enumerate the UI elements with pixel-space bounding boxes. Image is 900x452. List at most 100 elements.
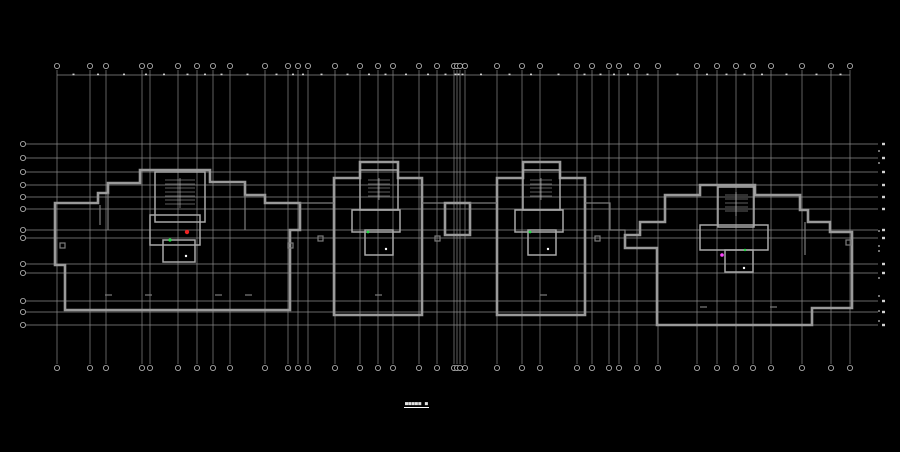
axis-bubble — [847, 364, 854, 371]
axis-bubble — [733, 364, 740, 371]
axis-marker — [878, 310, 880, 312]
building-unit-4 — [623, 183, 854, 327]
axis-bubble — [694, 364, 701, 371]
dimension-tick — [302, 73, 304, 76]
axis-marker — [882, 156, 885, 160]
dimension-tick — [599, 73, 602, 76]
axis-bubble — [519, 63, 526, 70]
axis-bubble — [226, 63, 233, 70]
axis-bubble — [19, 226, 26, 233]
axis-bubble — [655, 63, 662, 70]
axis-bubble — [799, 364, 806, 371]
axis-bubble — [589, 364, 596, 371]
dimension-tick — [508, 73, 511, 76]
axis-bubble — [616, 364, 623, 371]
axis-bubble — [799, 63, 806, 70]
top-axis-bubbles — [54, 63, 854, 76]
axis-bubble — [284, 63, 291, 70]
axis-bubble — [19, 269, 26, 276]
dimension-tick — [706, 73, 708, 76]
axis-bubble — [433, 63, 440, 70]
axis-bubble — [193, 63, 200, 70]
dimension-tick — [145, 73, 147, 76]
axis-marker — [882, 271, 885, 275]
axis-marker — [882, 142, 885, 146]
axis-bubble — [146, 364, 153, 371]
axis-bubble — [19, 181, 26, 188]
dimension-tick — [427, 73, 429, 76]
dimension-tick — [204, 73, 206, 76]
axis-bubble — [356, 364, 363, 371]
axis-bubble — [537, 364, 544, 371]
axis-bubble — [284, 364, 291, 371]
dimension-tick — [557, 73, 560, 76]
axis-bubble — [589, 63, 596, 70]
dimension-tick — [275, 73, 278, 76]
dimension-tick — [530, 73, 532, 76]
dimension-tick — [405, 73, 407, 76]
axis-bubble — [415, 364, 422, 371]
axis-marker — [882, 236, 885, 240]
axis-bubble — [461, 364, 468, 371]
dimension-tick — [384, 73, 387, 76]
dimension-tick — [646, 73, 649, 76]
axis-bubble — [103, 364, 110, 371]
axis-bubble — [356, 63, 363, 70]
axis-bubble — [146, 63, 153, 70]
axis-marker — [878, 162, 880, 164]
axis-bubble — [634, 364, 641, 371]
vertical-axis-lines — [56, 70, 851, 364]
axis-marker — [878, 230, 880, 232]
dimension-tick — [839, 73, 842, 76]
axis-bubble — [304, 63, 311, 70]
axis-marker — [882, 195, 885, 199]
left-axis-bubbles — [19, 140, 26, 328]
axis-bubble — [750, 63, 757, 70]
axis-bubble — [606, 63, 613, 70]
axis-bubble — [138, 364, 145, 371]
axis-marker — [882, 183, 885, 187]
axis-marker — [882, 228, 885, 232]
axis-bubble — [103, 63, 110, 70]
axis-bubble — [574, 364, 581, 371]
axis-bubble — [606, 364, 613, 371]
axis-bubble — [54, 63, 61, 70]
axis-bubble — [456, 63, 463, 70]
axis-bubble — [19, 308, 26, 315]
axis-bubble — [261, 63, 268, 70]
axis-bubble — [433, 364, 440, 371]
axis-bubble — [261, 364, 268, 371]
dimension-tick — [454, 73, 457, 76]
dimension-tick — [123, 73, 125, 76]
axis-bubble — [174, 63, 181, 70]
axis-bubble — [19, 297, 26, 304]
axis-bubble — [828, 63, 835, 70]
axis-bubble — [415, 63, 422, 70]
dimension-tick — [583, 73, 586, 76]
axis-bubble — [19, 321, 26, 328]
axis-bubble — [294, 63, 301, 70]
axis-bubble — [294, 364, 301, 371]
axis-bubble — [19, 140, 26, 147]
axis-bubble — [226, 364, 233, 371]
axis-marker — [878, 245, 880, 247]
axis-bubble — [138, 63, 145, 70]
axis-bubble — [493, 63, 500, 70]
axis-bubble — [19, 168, 26, 175]
bottom-axis-bubbles — [54, 364, 854, 371]
axis-bubble — [331, 63, 338, 70]
drawing-caption: ■■■■■ ■ — [404, 401, 430, 408]
axis-bubble — [19, 260, 26, 267]
dimension-tick — [320, 73, 323, 76]
dimension-tick — [461, 73, 464, 76]
axis-bubble — [389, 364, 396, 371]
building-unit-2 — [300, 160, 445, 317]
axis-bubble — [634, 63, 641, 70]
axis-marker — [882, 262, 885, 266]
building-unit-3 — [470, 160, 626, 317]
axis-bubble — [331, 364, 338, 371]
axis-bubble — [87, 364, 94, 371]
axis-marker — [882, 323, 885, 327]
axis-bubble — [456, 364, 463, 371]
